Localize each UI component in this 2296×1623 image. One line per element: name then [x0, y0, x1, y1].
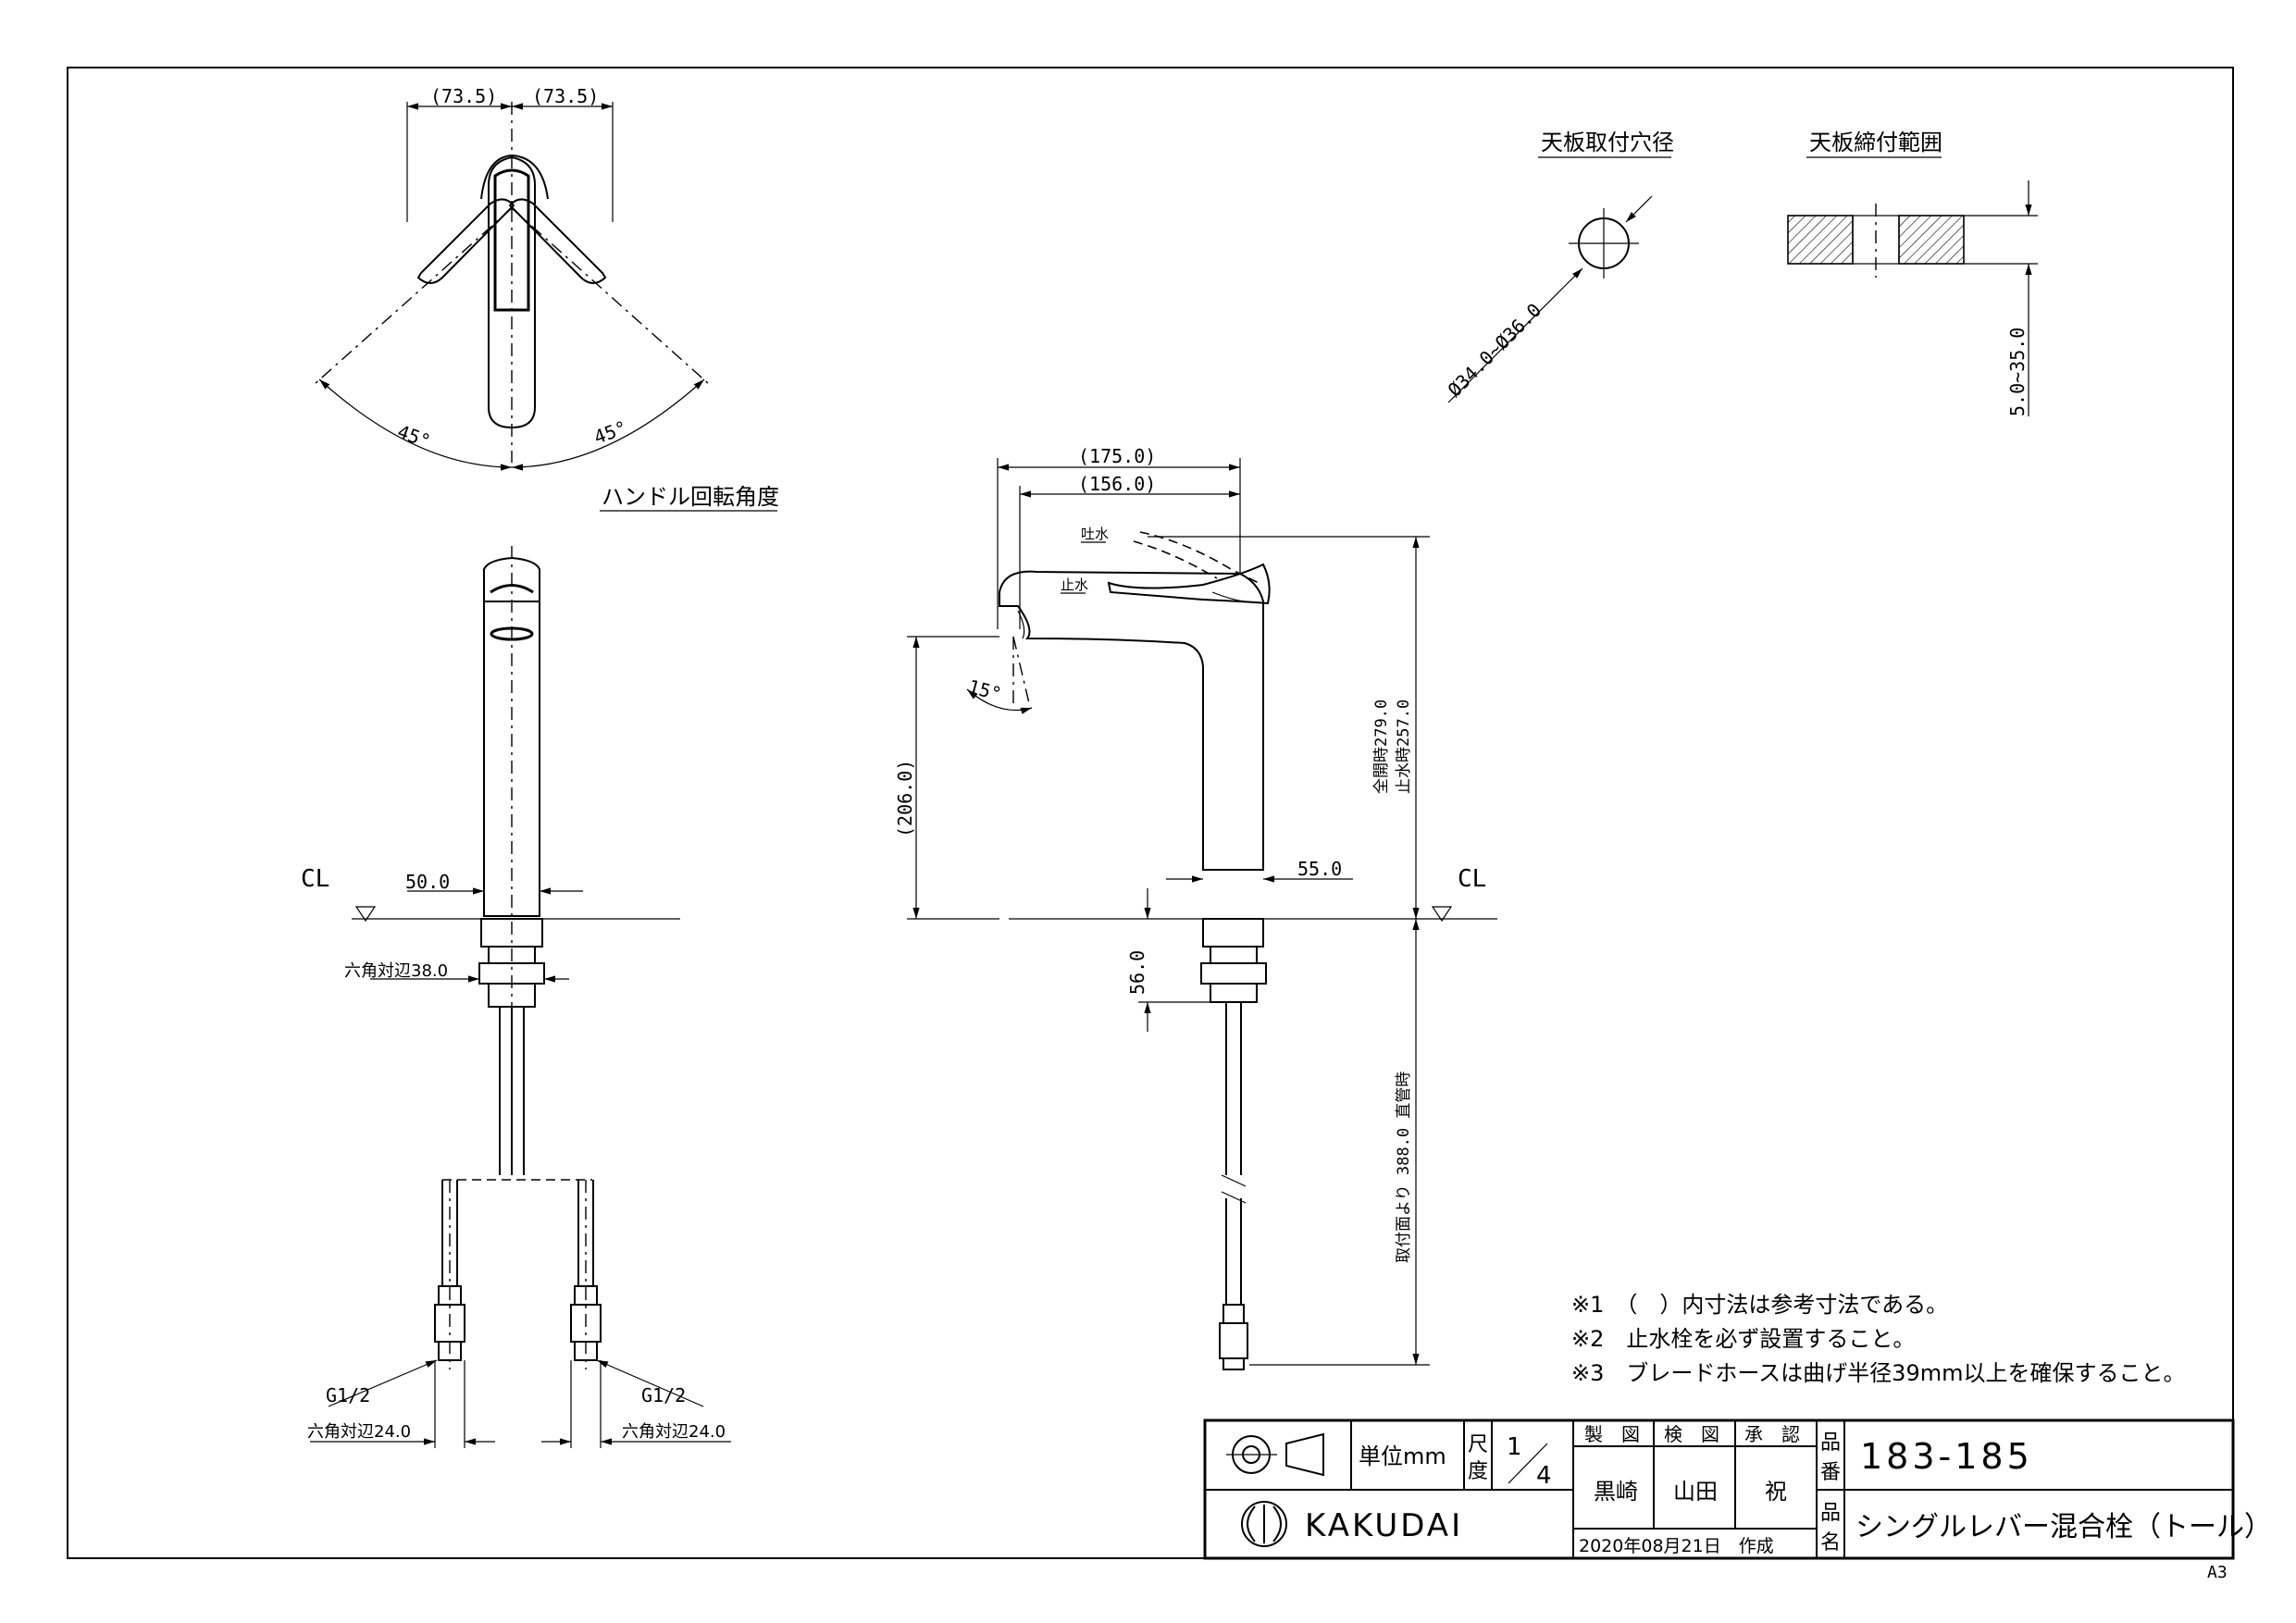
hole-detail-title: 天板取付穴径 [1541, 130, 1674, 155]
hex-24-right: 六角対辺24.0 [622, 1422, 726, 1442]
front-view: 50.0 CL 六角対辺38.0 G1/2 G1/2 [301, 546, 731, 1448]
part-name: シングルレバー混合栓（トール） [1855, 1511, 2272, 1543]
kakudai-logo-icon [1241, 1501, 1287, 1547]
part-no-label-1: 品 [1820, 1431, 1841, 1455]
sheet-border [67, 67, 2234, 1559]
angle-45-right: 45° [591, 416, 630, 449]
g-half-left: G1/2 [326, 1384, 370, 1406]
hex-38: 六角対辺38.0 [344, 961, 448, 981]
name-drawn: 黒崎 [1594, 1479, 1638, 1505]
name-checked: 山田 [1673, 1479, 1718, 1505]
part-name-label-1: 品 [1820, 1502, 1841, 1525]
hole-detail: 天板取付穴径 Ø34.0~Ø36.0 [1444, 130, 1674, 403]
part-number: 183-185 [1860, 1436, 2033, 1477]
scale-denominator: 4 [1536, 1462, 1552, 1490]
brand-name: KAKUDAI [1305, 1507, 1463, 1544]
hex-24-left: 六角対辺24.0 [307, 1422, 411, 1442]
dim-175: (175.0) [1078, 445, 1156, 467]
note-1: ※1 （ ）内寸法は参考寸法である。 [1571, 1292, 1948, 1318]
dim-156: (156.0) [1078, 473, 1156, 495]
title-block: 単位mm 尺 度 1 4 製 図 検 図 承 認 黒崎 山田 祝 2020年08… [1203, 1419, 2272, 1560]
height-close: 止水時257.0 [1395, 700, 1413, 794]
dim-55: 55.0 [1297, 858, 1342, 880]
cl-label-front: CL [301, 865, 329, 893]
clamp-detail-title: 天板締付範囲 [1809, 130, 1942, 155]
dim-73-5-right: (73.5) [532, 85, 599, 107]
dim-56: 56.0 [1126, 950, 1148, 995]
angle-45-left: 45° [394, 420, 433, 452]
height-open: 全開時279.0 [1372, 700, 1391, 794]
clamp-detail: 天板締付範囲 5.0~35.0 [1787, 130, 2038, 416]
label-close: 止水 [1061, 576, 1088, 593]
cl-label-side: CL [1458, 865, 1486, 893]
unit-label: 単位mm [1359, 1443, 1446, 1469]
side-view: (175.0) (156.0) 吐水 止水 15° (206.0) CL 55.… [894, 445, 1497, 1370]
notes: ※1 （ ）内寸法は参考寸法である。 ※2 止水栓を必ず設置すること。 ※3 ブ… [1571, 1292, 2185, 1386]
label-open: 吐水 [1081, 526, 1109, 542]
clamp-range: 5.0~35.0 [2006, 328, 2029, 416]
sheet-size: A3 [2207, 1563, 2228, 1582]
note-3: ※3 ブレードホースは曲げ半径39mm以上を確保すること。 [1571, 1360, 2185, 1386]
scale-numerator: 1 [1507, 1433, 1522, 1461]
dim-50: 50.0 [405, 871, 450, 893]
note-2: ※2 止水栓を必ず設置すること。 [1571, 1326, 1915, 1352]
caption-handle-rotation: ハンドル回転角度 [602, 484, 779, 510]
scale-label-2: 度 [1468, 1460, 1488, 1483]
part-name-label-2: 名 [1820, 1531, 1841, 1555]
scale-label-1: 尺 [1468, 1433, 1488, 1456]
dim-206: (206.0) [894, 760, 916, 837]
role-drawn: 製 図 [1584, 1423, 1640, 1445]
dim-73-5-left: (73.5) [430, 85, 497, 107]
role-approved: 承 認 [1744, 1423, 1800, 1445]
name-approved: 祝 [1765, 1479, 1787, 1505]
hole-diameter: Ø34.0~Ø36.0 [1444, 299, 1546, 402]
hose-length: 取付面より 388.0 直管時 [1395, 1072, 1413, 1263]
g-half-right: G1/2 [641, 1384, 686, 1406]
top-view: (73.5) (73.5) 45° 45° ハンドル回転角度 [314, 85, 779, 512]
drawing-date: 2020年08月21日 作成 [1579, 1536, 1774, 1556]
part-no-label-2: 番 [1820, 1461, 1841, 1484]
role-checked: 検 図 [1664, 1423, 1719, 1445]
angle-15: 15° [966, 675, 1004, 706]
